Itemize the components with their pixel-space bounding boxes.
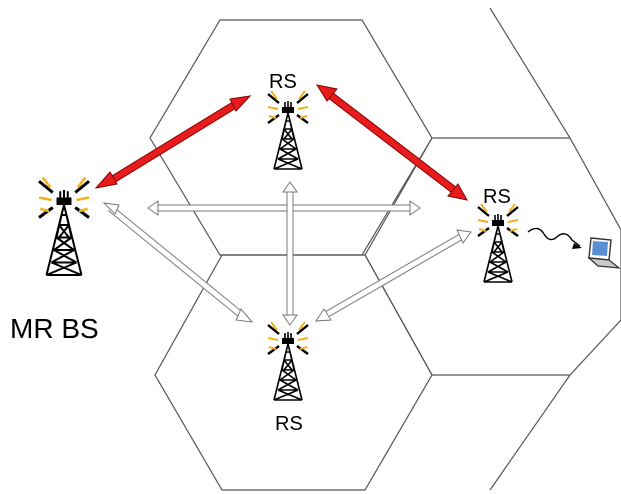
link-bs-relay-right — [147, 200, 421, 216]
relay-top-node: RS — [266, 71, 310, 171]
cell-right — [364, 137, 621, 376]
base-station-node: MR BS — [10, 176, 99, 344]
cell-tower-icon — [266, 89, 310, 171]
cell-tower-icon — [37, 176, 91, 277]
cell-edge — [489, 374, 571, 491]
link-bs-relay-bottom — [102, 202, 254, 323]
relay-right-node: RS — [476, 186, 520, 284]
relay-bottom-label: RS — [275, 413, 303, 435]
potential-links — [102, 181, 472, 326]
link-relay-top-relay-right — [315, 84, 468, 201]
active-links — [94, 84, 468, 201]
link-relay-top-relay-bottom — [282, 181, 298, 326]
relay-right-label: RS — [483, 186, 511, 208]
cell-grid — [149, 7, 621, 491]
cell-tower-icon — [476, 202, 520, 284]
laptop-icon — [587, 237, 621, 269]
link-bs-relay-top — [94, 95, 252, 189]
cell-edge — [489, 7, 571, 139]
base-station-label: MR BS — [10, 313, 99, 344]
cell-tower-icon — [266, 320, 310, 402]
relay-top-label: RS — [269, 71, 297, 93]
relay-bottom-node: RS — [266, 320, 310, 435]
link-relay-right-terminal — [527, 227, 582, 249]
link-relay-bottom-relay-right — [315, 229, 472, 322]
